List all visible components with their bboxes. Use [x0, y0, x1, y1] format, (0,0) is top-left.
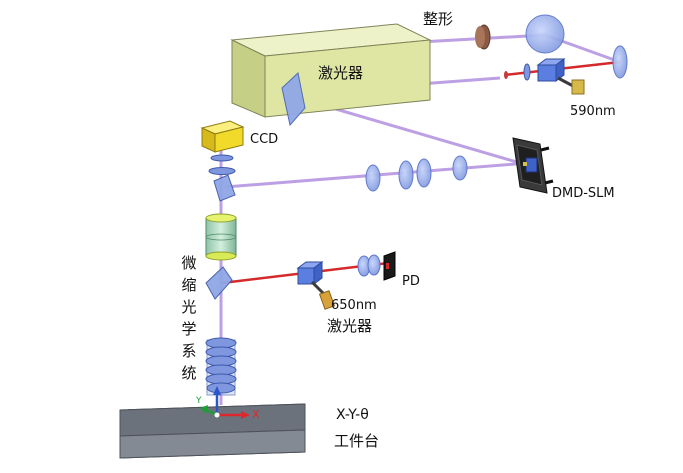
shaping-element-front: [475, 26, 485, 48]
fold-mirror: [281, 72, 306, 127]
axis-y-label: Y: [196, 396, 202, 406]
coordinate-axes: [200, 386, 250, 419]
stage-label-line1: X-Y-θ: [336, 407, 369, 423]
xy-stage: [119, 403, 306, 459]
laser-590-assembly: [504, 58, 585, 95]
photodiode: [383, 251, 396, 281]
wavelength-650-label: 650nm: [331, 298, 377, 313]
tube-lens: [205, 213, 237, 261]
objective-stack: [205, 337, 237, 396]
beam-splitter-lower: [205, 266, 233, 300]
relay-lens-3: [416, 158, 432, 188]
pd-label: PD: [402, 274, 420, 289]
stage-label-line2: 工件台: [334, 432, 380, 450]
dmd-slm-label: DMD-SLM: [552, 186, 615, 201]
ccd-lens-2: [208, 167, 236, 175]
micro-optics-label: 微缩光学系统: [181, 254, 197, 382]
laser-650-assembly: [296, 261, 336, 310]
collimating-lens-large: [525, 14, 565, 54]
laser-650-label: 激光器: [327, 317, 373, 335]
right-mirror-lens: [612, 45, 628, 79]
dmd-slm-chip: [512, 137, 554, 194]
ccd-lens-1: [210, 154, 234, 162]
shaping-label: 整形: [423, 10, 454, 28]
laser-box: [230, 23, 432, 118]
pd-lens-2: [367, 254, 381, 276]
ccd-label: CCD: [250, 132, 279, 147]
relay-lens-2: [398, 160, 414, 190]
beam-splitter-upper: [213, 174, 236, 202]
relay-lens-1: [365, 164, 381, 192]
relay-lens-4: [452, 155, 468, 181]
axis-x-label: X: [252, 408, 260, 421]
wavelength-590-label: 590nm: [570, 104, 616, 119]
ccd-camera: [200, 120, 245, 153]
laser-main-label: 激光器: [318, 64, 364, 82]
